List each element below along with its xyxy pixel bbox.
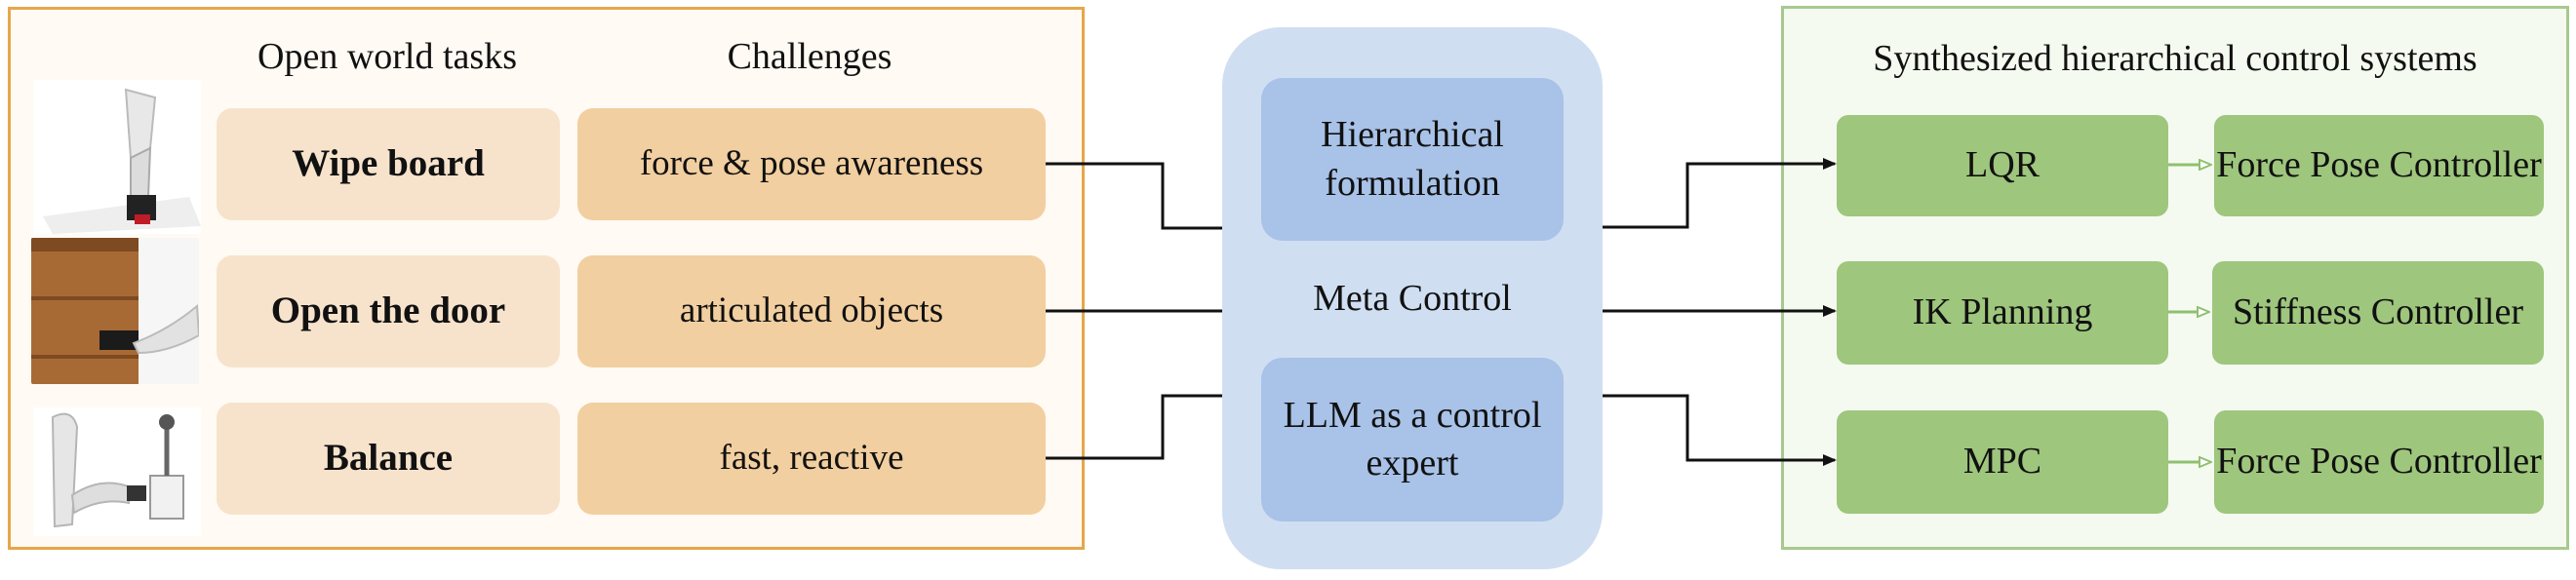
- controller-stiffness: Stiffness Controller: [2212, 261, 2544, 365]
- task-wipe-board: Wipe board: [217, 108, 560, 220]
- connector-wipe-board: [1046, 162, 1222, 230]
- connector-balance: [1046, 394, 1222, 460]
- challenge-force-pose-awareness: force & pose awareness: [577, 108, 1046, 220]
- open-door-robot-image: [31, 238, 199, 384]
- wipe-board-robot-image: [33, 80, 201, 234]
- planner-lqr: LQR: [1837, 115, 2168, 216]
- planner-ik-planning: IK Planning: [1837, 261, 2168, 365]
- synthesized-systems-header: Synthesized hierarchical control systems: [1873, 38, 2477, 79]
- connector-to-mpc: [1603, 394, 1837, 466]
- challenges-header: Challenges: [727, 36, 892, 77]
- challenge-fast-reactive: fast, reactive: [577, 403, 1046, 515]
- balance-robot-image: [33, 407, 201, 536]
- meta-control-label: Meta Control: [1313, 278, 1512, 319]
- controller-force-pose-2: Force Pose Controller: [2214, 410, 2544, 514]
- connector-to-lqr: [1603, 158, 1837, 229]
- challenge-articulated-objects: articulated objects: [577, 255, 1046, 367]
- llm-control-expert-box: LLM as a control expert: [1261, 358, 1564, 522]
- tasks-header: Open world tasks: [258, 36, 517, 77]
- planner-mpc: MPC: [1837, 410, 2168, 514]
- hierarchical-formulation-box: Hierarchical formulation: [1261, 78, 1564, 241]
- controller-force-pose-1: Force Pose Controller: [2214, 115, 2544, 216]
- task-balance: Balance: [217, 403, 560, 515]
- task-open-door: Open the door: [217, 255, 560, 367]
